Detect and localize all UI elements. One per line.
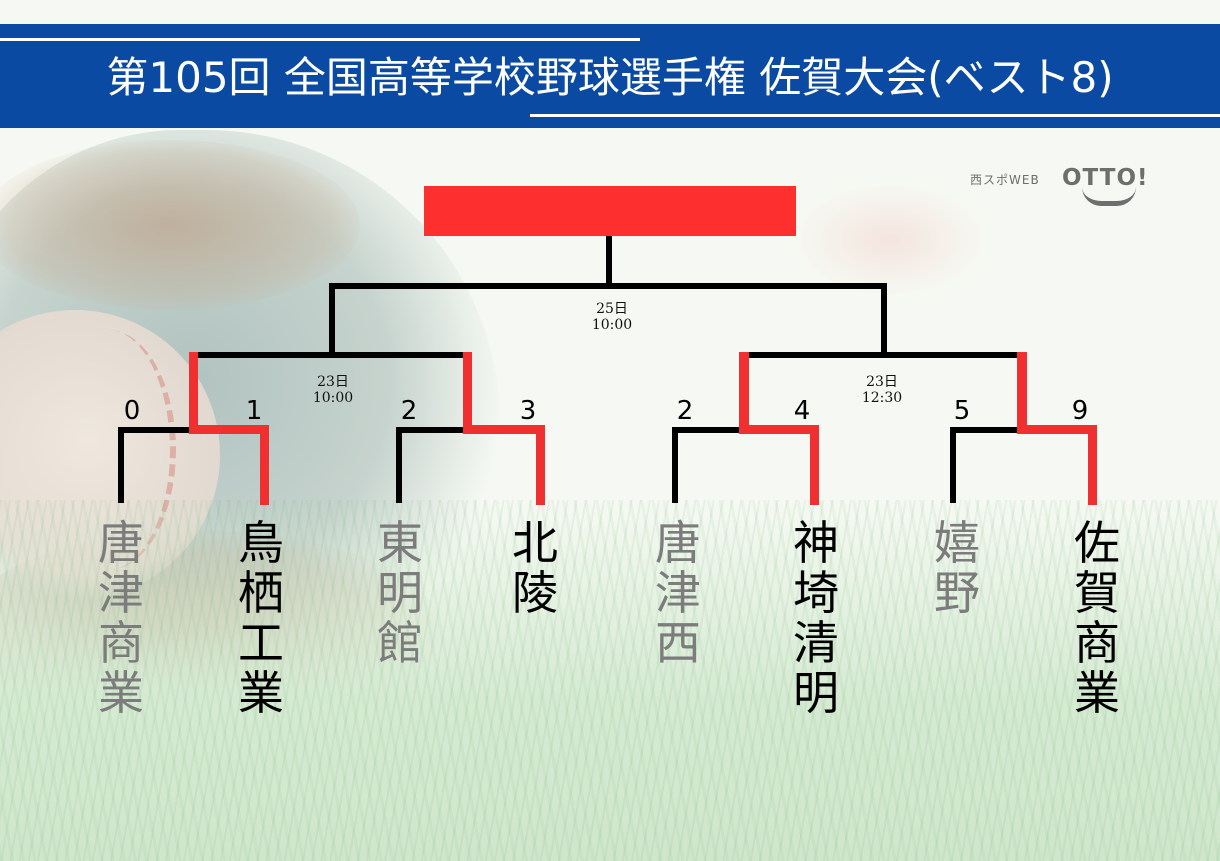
team-name-char: 唐 — [655, 516, 701, 570]
team-name-char: 陵 — [512, 566, 558, 620]
qf2-winner-horizontal-line — [463, 425, 545, 434]
team-ureshino: 嬉野 — [929, 518, 985, 618]
final-stem-line — [606, 236, 612, 288]
qf3-loser-horizontal-line — [672, 427, 744, 433]
semifinal-1-date: 23日 — [317, 374, 349, 390]
final-date: 25日 — [596, 301, 628, 317]
qf1-winner-drop-line — [260, 425, 269, 505]
logo-prefix: 西スポWEB — [970, 173, 1040, 187]
team-name-char: 鳥 — [238, 516, 284, 570]
qf4-loser-horizontal-line — [950, 427, 1022, 433]
team-name-char: 野 — [934, 566, 980, 620]
qf1-team1-score: 0 — [123, 396, 141, 426]
qf1-loser-drop-line — [118, 427, 124, 503]
team-karatsu-shogyo: 唐津商業 — [93, 518, 149, 718]
semifinal-2-time: 12:30 — [861, 390, 903, 406]
team-name-char: 明 — [793, 666, 839, 720]
qf1-loser-horizontal-line — [118, 427, 194, 433]
champion-box — [424, 186, 796, 236]
qf2-loser-horizontal-line — [396, 427, 468, 433]
team-name-char: 津 — [655, 566, 701, 620]
team-name-char: 西 — [655, 616, 701, 670]
final-schedule: 25日 10:00 — [572, 301, 652, 333]
background-grass-image — [0, 500, 1220, 861]
page-title: 第105回 全国高等学校野球選手権 佐賀大会(ベスト8) — [106, 53, 1114, 102]
qf2-winner-drop-line — [536, 425, 545, 505]
header-divider-bottom — [530, 114, 1220, 117]
team-tosu-kogyo: 鳥栖工業 — [233, 518, 289, 718]
team-hokuryo: 北陵 — [507, 518, 563, 618]
team-name-char: 商 — [98, 616, 144, 670]
team-name-char: 賀 — [1074, 566, 1120, 620]
semifinal-1-right-drop-line — [463, 352, 472, 434]
semifinal-1-time: 10:00 — [312, 390, 354, 406]
team-name-char: 清 — [793, 616, 839, 670]
team-name-char: 神 — [793, 516, 839, 570]
semifinal-2-left-drop-line — [739, 352, 749, 434]
qf4-team1-score: 5 — [953, 396, 971, 426]
header-band — [0, 24, 1220, 128]
qf4-winner-drop-line — [1088, 425, 1097, 505]
semifinal-2-schedule: 23日 12:30 — [842, 374, 922, 406]
team-name-char: 唐 — [98, 516, 144, 570]
team-name-char: 北 — [512, 516, 558, 570]
semifinal-1-left-drop-line — [189, 352, 198, 434]
final-left-drop-line — [329, 283, 335, 356]
team-kanzaki-seimei: 神埼清明 — [788, 518, 844, 718]
qf4-team2-score: 9 — [1071, 396, 1089, 426]
semifinal-1-horizontal-line — [195, 352, 469, 358]
semifinal-2-right-drop-line — [1017, 352, 1027, 434]
semifinal-2-horizontal-line — [745, 352, 1023, 358]
qf3-winner-drop-line — [810, 425, 819, 505]
final-right-drop-line — [881, 283, 887, 356]
team-name-char: 佐 — [1074, 516, 1120, 570]
team-name-char: 明 — [377, 566, 423, 620]
team-name-char: 栖 — [238, 566, 284, 620]
team-name-char: 埼 — [793, 566, 839, 620]
qf2-team2-score: 3 — [519, 396, 537, 426]
semifinal-2-date: 23日 — [866, 374, 898, 390]
background-glove-leather — [0, 140, 360, 310]
smile-icon — [1082, 187, 1136, 206]
team-name-char: 東 — [377, 516, 423, 570]
qf3-loser-drop-line — [672, 427, 678, 503]
qf1-winner-horizontal-line — [189, 425, 269, 434]
background-blur — [790, 180, 990, 300]
qf2-team1-score: 2 — [400, 396, 418, 426]
header-divider-top — [0, 38, 640, 41]
qf2-loser-drop-line — [396, 427, 402, 503]
team-saga-shogyo: 佐賀商業 — [1069, 518, 1125, 718]
final-time: 10:00 — [591, 317, 633, 333]
team-name-char: 工 — [238, 616, 284, 670]
qf3-team1-score: 2 — [676, 396, 694, 426]
qf3-team2-score: 4 — [793, 396, 811, 426]
team-name-char: 業 — [238, 666, 284, 720]
team-tomeikan: 東明館 — [372, 518, 428, 668]
team-name-char: 館 — [377, 616, 423, 670]
otto-logo: 西スポWEB OTTO! — [970, 165, 1170, 210]
qf3-winner-horizontal-line — [739, 425, 819, 434]
team-name-char: 業 — [1074, 666, 1120, 720]
final-horizontal-line — [329, 283, 887, 289]
qf4-winner-horizontal-line — [1017, 425, 1097, 434]
qf1-team2-score: 1 — [245, 396, 263, 426]
team-name-char: 嬉 — [934, 516, 980, 570]
background-baseball-seam — [40, 330, 176, 570]
semifinal-1-schedule: 23日 10:00 — [293, 374, 373, 406]
team-name-char: 津 — [98, 566, 144, 620]
team-name-char: 業 — [98, 666, 144, 720]
team-name-char: 商 — [1074, 616, 1120, 670]
qf4-loser-drop-line — [950, 427, 956, 503]
team-karatsu-nishi: 唐津西 — [650, 518, 706, 668]
